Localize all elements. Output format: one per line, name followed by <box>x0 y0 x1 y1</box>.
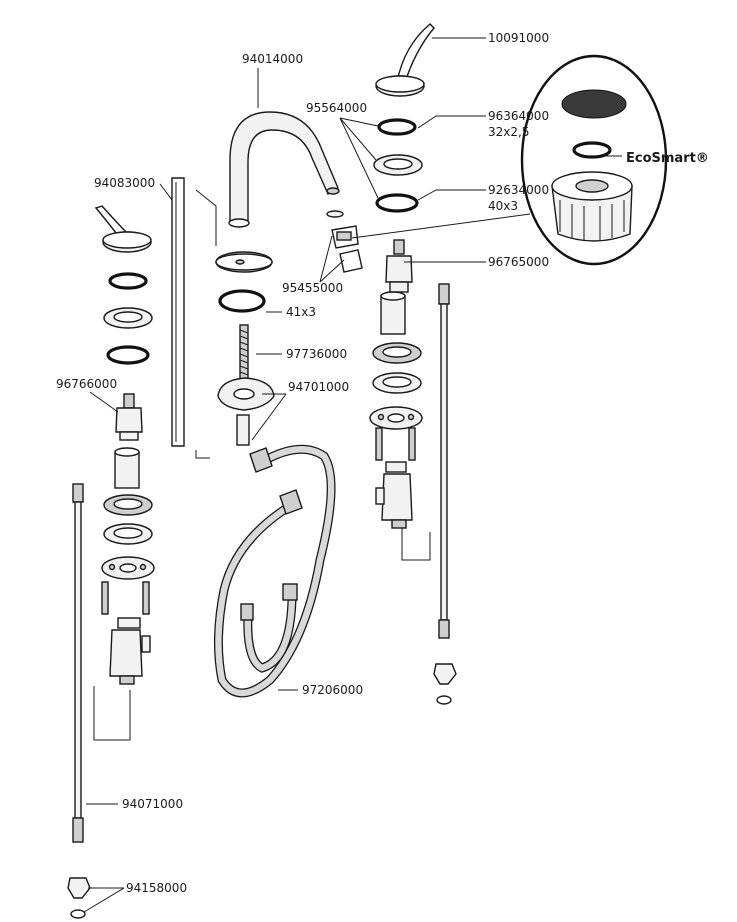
label-94071000: 94071000 <box>122 797 183 811</box>
mounting-plate-right <box>369 406 423 430</box>
label-92634000-size: 40x3 <box>488 199 518 213</box>
label-96766000: 96766000 <box>56 377 117 391</box>
gasket-right-1 <box>372 342 422 364</box>
screws-left <box>101 581 150 615</box>
mounting-plate-left <box>101 556 155 580</box>
label-94083000: 94083000 <box>94 176 155 190</box>
label-oring-41x3: 41x3 <box>286 305 316 319</box>
cartridge-96766000 <box>115 393 143 441</box>
pullout-hose-97206000 <box>213 444 336 698</box>
escutcheon-ring <box>373 154 423 176</box>
label-96364000: 96364000 <box>488 109 549 123</box>
label-97736000: 97736000 <box>286 347 347 361</box>
sleeve-left <box>114 447 140 489</box>
escutcheon-left <box>103 307 153 329</box>
leader-lines <box>83 37 622 913</box>
valve-body-right <box>375 461 413 529</box>
sleeve-right <box>380 291 406 335</box>
valve-body-left <box>109 617 151 685</box>
spout-base-plate <box>215 251 273 273</box>
label-94014000: 94014000 <box>242 52 303 66</box>
gasket-left-1 <box>103 494 153 516</box>
spout-94014000 <box>228 111 340 228</box>
part-labels: 10091000 94014000 95564000 96364000 32x2… <box>56 31 709 895</box>
hose-right <box>433 283 457 705</box>
gasket-left-2 <box>103 523 153 545</box>
label-ecosmart: EcoSmart® <box>626 151 709 166</box>
screws-right <box>375 427 416 461</box>
label-96364000-size: 32x2,5 <box>488 125 529 139</box>
handle-left <box>94 205 152 253</box>
clip-94701000 <box>217 377 275 446</box>
hose-left-94071000 <box>67 483 91 919</box>
threaded-rod-97736000 <box>239 324 249 386</box>
cartridge-96765000 <box>385 239 413 293</box>
oring-96364000 <box>377 118 417 136</box>
label-92634000: 92634000 <box>488 183 549 197</box>
oring-41x3 <box>218 289 266 313</box>
label-10091000: 10091000 <box>488 31 549 45</box>
label-95455000: 95455000 <box>282 281 343 295</box>
gasket-right-2 <box>372 372 422 394</box>
label-94158000: 94158000 <box>126 881 187 895</box>
oring-left-1 <box>108 272 148 290</box>
ecosmart-inset <box>520 54 668 266</box>
label-97206000: 97206000 <box>302 683 363 697</box>
handle-10091000 <box>375 23 435 97</box>
oring-left-2 <box>106 345 150 365</box>
label-95564000: 95564000 <box>306 101 367 115</box>
oring-92634000 <box>375 193 419 213</box>
label-94701000: 94701000 <box>288 380 349 394</box>
rod-94083000 <box>171 177 185 447</box>
label-96765000: 96765000 <box>488 255 549 269</box>
aerator-95455000 <box>326 210 363 273</box>
